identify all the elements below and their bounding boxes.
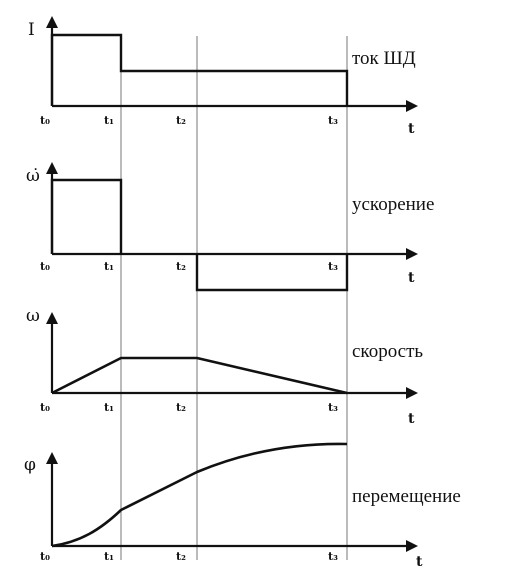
y-axis-symbol: ω	[26, 306, 40, 326]
panel-caption: ток ШД	[352, 48, 416, 69]
tick-t3: t₃	[328, 114, 338, 127]
x-axis-arrow-icon	[406, 387, 418, 399]
x-axis-label: t	[416, 554, 423, 567]
panel-acceleration: ω̇ ускорение t₀ t₁ t₂ t₃ t	[26, 162, 434, 292]
tick-t3: t₃	[328, 260, 338, 273]
y-axis-arrow-icon	[46, 312, 58, 324]
tick-t1: t₁	[104, 401, 114, 414]
y-axis-arrow-icon	[46, 452, 58, 464]
acceleration-positive-pulse	[50, 178, 123, 254]
panel-velocity: ω скорость t₀ t₁ t₂ t₃ t	[26, 306, 423, 427]
tick-t1: t₁	[104, 260, 114, 273]
panel-displacement: φ перемещение t₀ t₁ t₂ t₃ t	[24, 442, 461, 567]
y-axis-symbol: φ	[24, 455, 36, 475]
tick-t2: t₂	[176, 550, 186, 563]
panel-caption: ускорение	[352, 194, 434, 215]
tick-t2: t₂	[176, 260, 186, 273]
panel-caption: перемещение	[352, 486, 461, 507]
tick-t0: t₀	[40, 401, 50, 414]
current-waveform	[50, 33, 349, 106]
tick-t0: t₀	[40, 260, 50, 273]
y-axis-symbol: I	[28, 20, 35, 40]
tick-t1: t₁	[104, 114, 114, 127]
tick-t2: t₂	[176, 401, 186, 414]
tick-t3: t₃	[328, 550, 338, 563]
acceleration-negative-pulse	[195, 254, 349, 292]
panel-current: I ток ШД t₀ t₁ t₂ t₃ t	[28, 16, 418, 137]
tick-t2: t₂	[176, 114, 186, 127]
x-axis-arrow-icon	[406, 248, 418, 260]
tick-t0: t₀	[40, 550, 50, 563]
x-axis-label: t	[408, 411, 415, 427]
velocity-trapezoid	[51, 356, 348, 395]
x-axis-label: t	[408, 270, 415, 286]
x-axis-arrow-icon	[406, 540, 418, 552]
panel-caption: скорость	[352, 341, 423, 362]
y-axis-arrow-icon	[46, 162, 58, 174]
displacement-curve	[51, 442, 348, 548]
y-axis-arrow-icon	[46, 16, 58, 28]
x-axis-arrow-icon	[406, 100, 418, 112]
x-axis-label: t	[408, 121, 415, 137]
tick-t0: t₀	[40, 114, 50, 127]
tick-t1: t₁	[104, 550, 114, 563]
tick-t3: t₃	[328, 401, 338, 414]
y-axis-symbol: ω̇	[26, 166, 40, 186]
